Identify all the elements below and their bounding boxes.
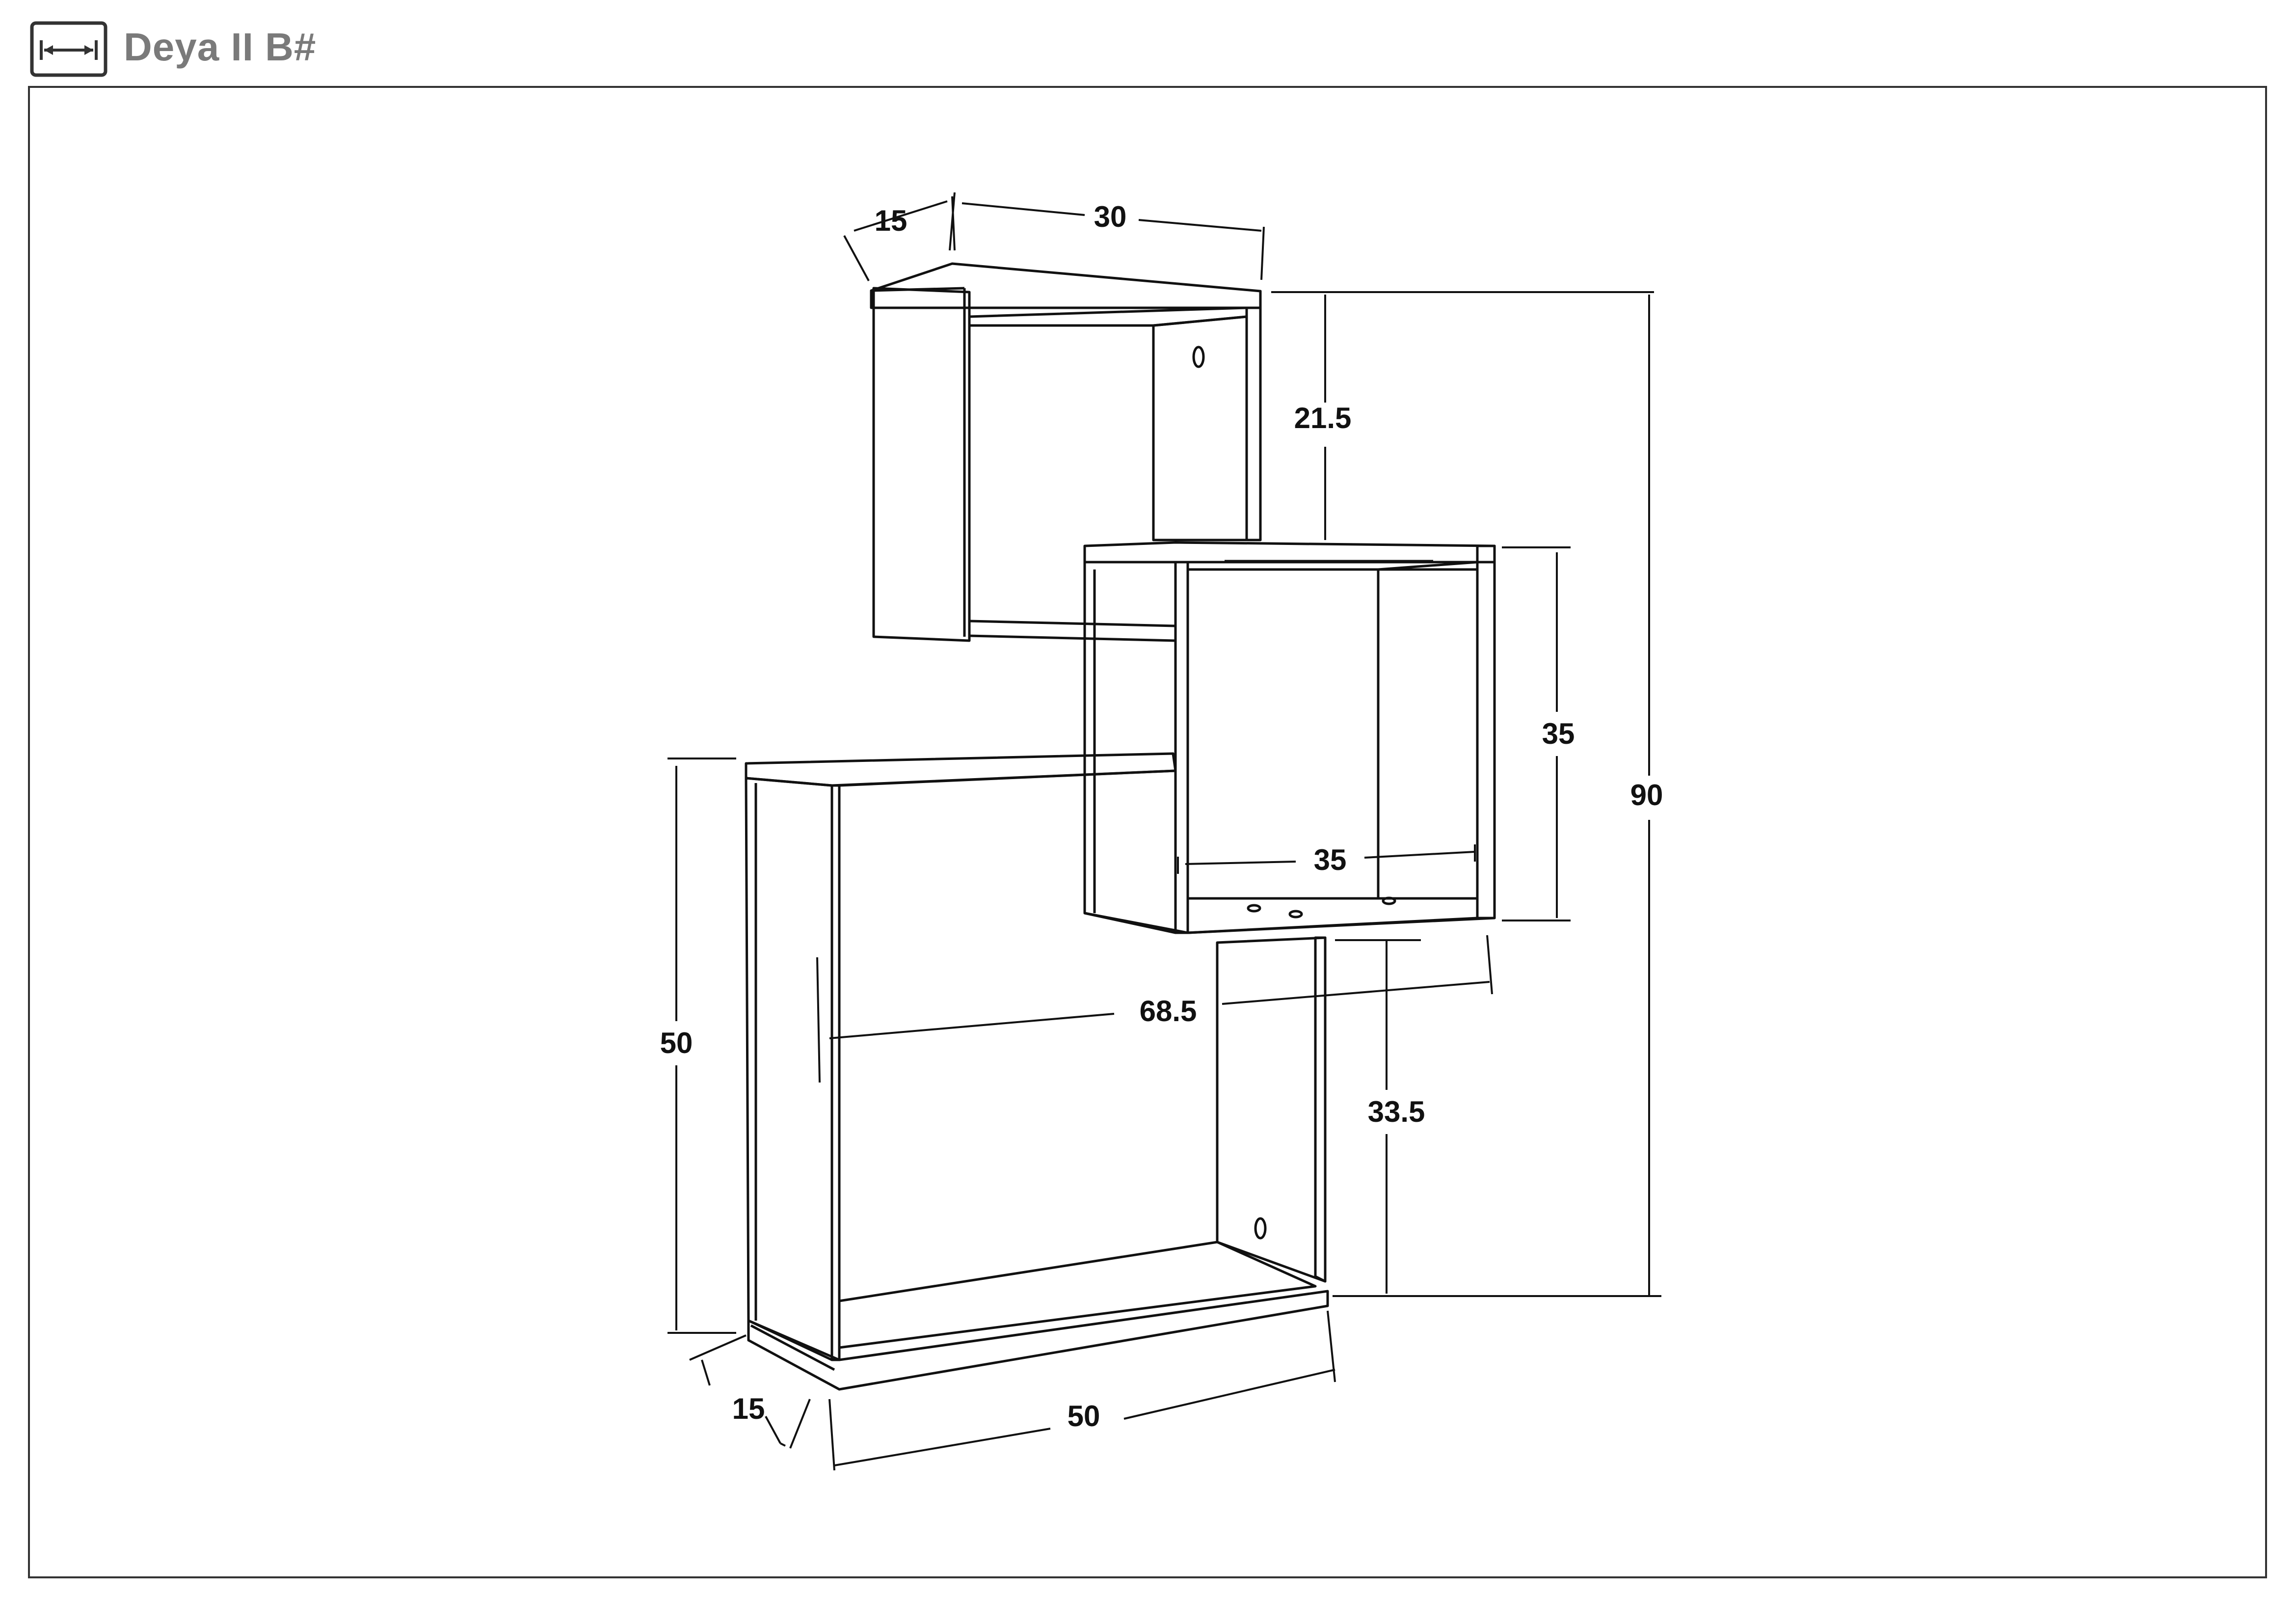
top-box-top-panel: [870, 262, 1262, 309]
middle-box-left-side: [1083, 561, 1177, 934]
dim-label-middle-inner-width: 35: [1314, 843, 1347, 876]
top-box-bottom-shelf: [968, 620, 1177, 642]
bottom-box-bottom-panel: [747, 1290, 1329, 1391]
middle-box-top-panel: [1083, 541, 1496, 564]
top-box-left-panel: [872, 287, 971, 642]
bottom-box-bottom-inner: [838, 1241, 1317, 1349]
dim-label-total-width: 68.5: [1140, 995, 1197, 1028]
top-box-hole: [1192, 346, 1205, 368]
shelf-outline: [745, 262, 1496, 1391]
middle-box-back-panel: [1377, 561, 1479, 900]
dim-label-top-width: 30: [1094, 200, 1127, 233]
dim-label-middle-height: 35: [1542, 717, 1575, 750]
dim-label-lower-height: 33.5: [1368, 1095, 1425, 1128]
middle-box-hole-3: [1382, 896, 1396, 905]
bottom-box-left-edge: [830, 784, 841, 1361]
dim-label-left-height: 50: [660, 1027, 693, 1059]
dim-label-bottom-width: 50: [1068, 1400, 1100, 1433]
middle-box-hole-1: [1247, 904, 1261, 913]
dim-label-total-height: 90: [1630, 779, 1663, 812]
dim-label-bottom-depth: 15: [732, 1392, 765, 1425]
bottom-box-back-panel: [1216, 936, 1327, 1283]
top-box-right-panel: [1245, 306, 1262, 541]
dim-label-top-depth: 15: [875, 204, 908, 237]
dimension-lines: [667, 192, 1661, 1471]
page-title: Deya II B#: [124, 25, 317, 69]
middle-box-bottom-shelf: [1186, 897, 1479, 934]
middle-box-hole-2: [1288, 910, 1303, 919]
top-box-back-panel: [1152, 315, 1248, 541]
top-box-inner-top: [968, 306, 1248, 327]
header: Deya II B#: [0, 0, 2296, 83]
middle-box-left-panel: [1174, 561, 1189, 934]
bottom-box-right-edge: [1314, 936, 1327, 1283]
dim-label-top-height: 21.5: [1294, 402, 1352, 434]
middle-box-right-panel: [1476, 544, 1496, 920]
bottom-box-hole: [1254, 1217, 1267, 1240]
drawing-frame: [28, 86, 2267, 1578]
dimension-ruler-icon: [30, 21, 107, 77]
